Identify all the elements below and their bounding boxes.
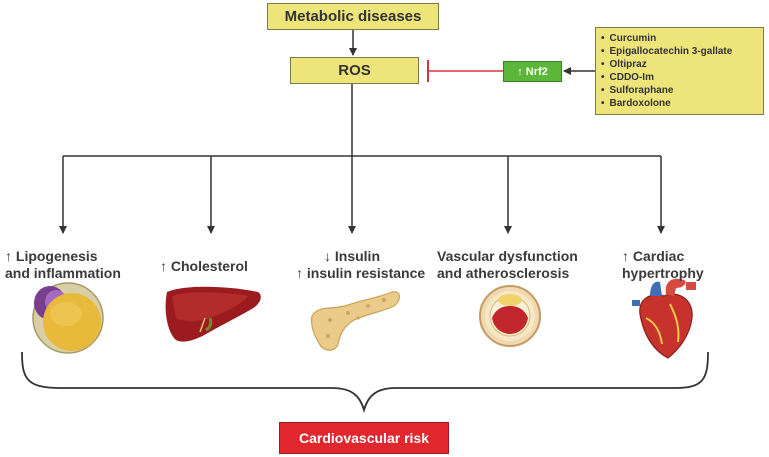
outcome-line: ↑ insulin resistance — [296, 265, 426, 281]
curly-brace — [21, 351, 709, 414]
drug-item: Curcumin — [601, 32, 759, 45]
outcome-line: and inflammation — [5, 265, 121, 281]
drug-item: CDDO-Im — [601, 71, 759, 84]
liver-icon — [165, 286, 261, 342]
drug-item: Oltipraz — [601, 58, 759, 71]
outcome-cardiac-label: ↑ Cardiac hypertrophy — [622, 248, 704, 282]
ros-box: ROS — [290, 57, 419, 84]
outcome-line: Vascular dysfunction — [437, 248, 578, 264]
nrf2-box: ↑ Nrf2 — [503, 61, 562, 82]
outcome-line: ↓ Insulin — [324, 248, 380, 264]
pancreas-icon — [311, 291, 400, 351]
nrf2-activators-box: Curcumin Epigallocatechin 3-gallate Olti… — [595, 27, 764, 115]
adipocyte-icon — [32, 282, 104, 354]
outcome-line: hypertrophy — [622, 265, 704, 281]
heart-icon — [632, 278, 696, 359]
cardiovascular-risk-box: Cardiovascular risk — [279, 422, 449, 454]
outcome-line: ↑ Cardiac — [622, 248, 685, 264]
outcome-line: ↑ Cholesterol — [160, 258, 248, 274]
outcome-vascular-label: Vascular dysfunction and atherosclerosis — [437, 248, 578, 282]
outcome-line: ↑ Lipogenesis — [5, 248, 98, 264]
artery-icon — [479, 285, 541, 347]
drug-item: Epigallocatechin 3-gallate — [601, 45, 759, 58]
outcome-lipogenesis-label: ↑ Lipogenesis and inflammation — [5, 248, 121, 282]
metabolic-diseases-box: Metabolic diseases — [267, 3, 439, 30]
outcome-insulin-label: ↓ Insulin ↑ insulin resistance — [296, 248, 425, 282]
drug-item: Sulforaphane — [601, 84, 759, 97]
outcome-cholesterol-label: ↑ Cholesterol — [160, 258, 248, 275]
outcome-line: and atherosclerosis — [437, 265, 570, 281]
drug-item: Bardoxolone — [601, 97, 759, 110]
